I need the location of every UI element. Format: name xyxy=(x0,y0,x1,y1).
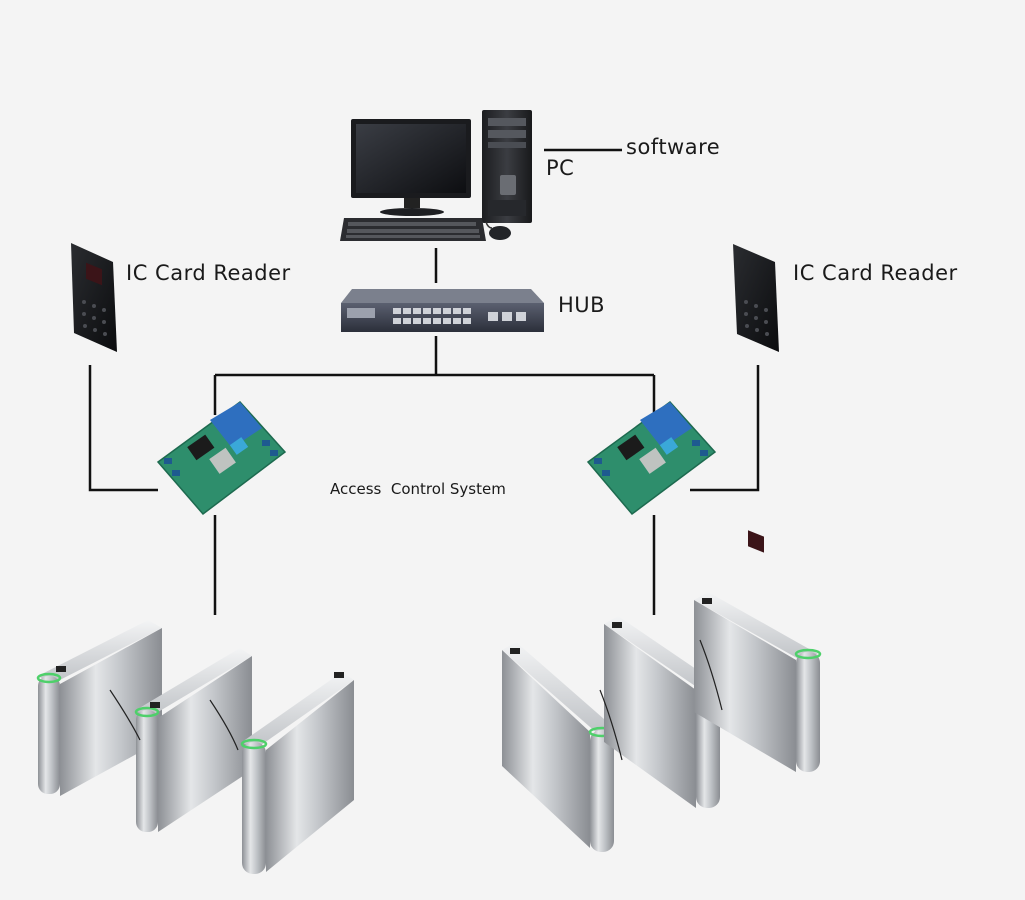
card-reader-left-icon xyxy=(71,243,117,352)
reader-left-line xyxy=(88,365,158,492)
controller-board-right-icon xyxy=(586,400,717,516)
turnstile-gate-icon xyxy=(502,642,616,852)
turnstile-gate-icon xyxy=(694,592,822,772)
access-control-system-label: Access Control System xyxy=(330,480,506,498)
keyboard-icon xyxy=(340,218,486,241)
turnstile-gate-left-group xyxy=(36,620,354,874)
pc-tower-icon xyxy=(482,110,532,223)
card-reader-right-icon xyxy=(733,244,779,553)
reader-right-line xyxy=(690,365,760,492)
turnstile-gate-right-group xyxy=(502,592,822,852)
card-reader-left-label: IC Card Reader xyxy=(126,261,291,285)
network-hub-icon xyxy=(341,289,544,332)
turnstile-gate-icon xyxy=(109,648,252,832)
hub-ports xyxy=(393,308,526,324)
connection-lines xyxy=(88,148,760,615)
computer-monitor-icon xyxy=(351,119,471,216)
turnstile-gate-icon xyxy=(209,672,354,874)
mouse-icon xyxy=(485,221,511,240)
controller-board-left-icon xyxy=(156,400,287,516)
pc-label: PC xyxy=(546,156,575,180)
software-label: software xyxy=(626,135,721,159)
card-reader-right-label: IC Card Reader xyxy=(793,261,958,285)
hub-label: HUB xyxy=(558,293,606,317)
